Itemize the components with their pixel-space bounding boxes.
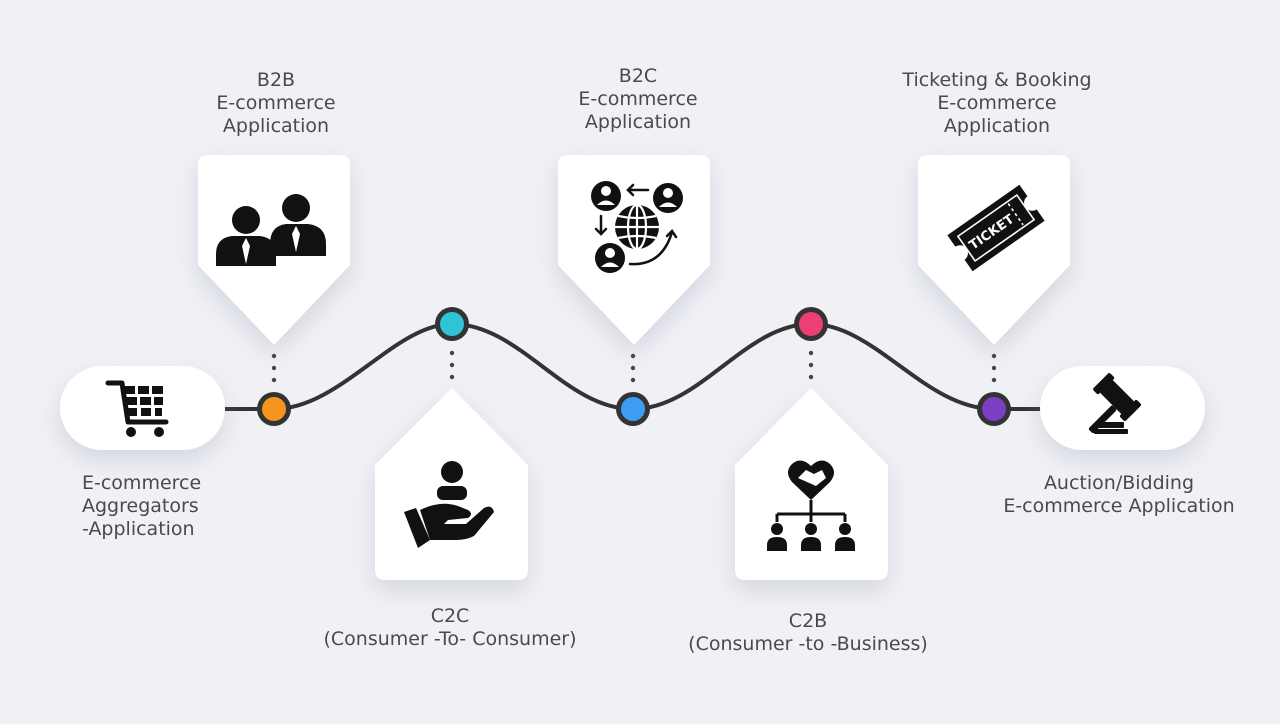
timeline-nodes (257, 307, 1011, 426)
card-b2c (558, 155, 710, 345)
card-c2c (375, 388, 528, 580)
handshake-heart-network-icon (767, 460, 855, 551)
connector-dots (271, 350, 997, 383)
timeline-node-fill-b2c (621, 397, 645, 421)
shopping-cart-icon (105, 380, 169, 437)
timeline-node-fill-c2c (440, 312, 464, 336)
business-people-icon (216, 194, 326, 266)
label-c2c: C2C(Consumer -To- Consumer) (323, 605, 577, 650)
timeline-node-fill-c2b (799, 312, 823, 336)
global-network-icon (591, 181, 683, 273)
hand-holding-person-icon (404, 461, 494, 548)
gavel-icon (1088, 373, 1141, 434)
label-c2b: C2B(Consumer -to -Business) (688, 610, 928, 655)
timeline-node-fill-ticketing (982, 397, 1006, 421)
timeline-node-fill-b2b (262, 397, 286, 421)
